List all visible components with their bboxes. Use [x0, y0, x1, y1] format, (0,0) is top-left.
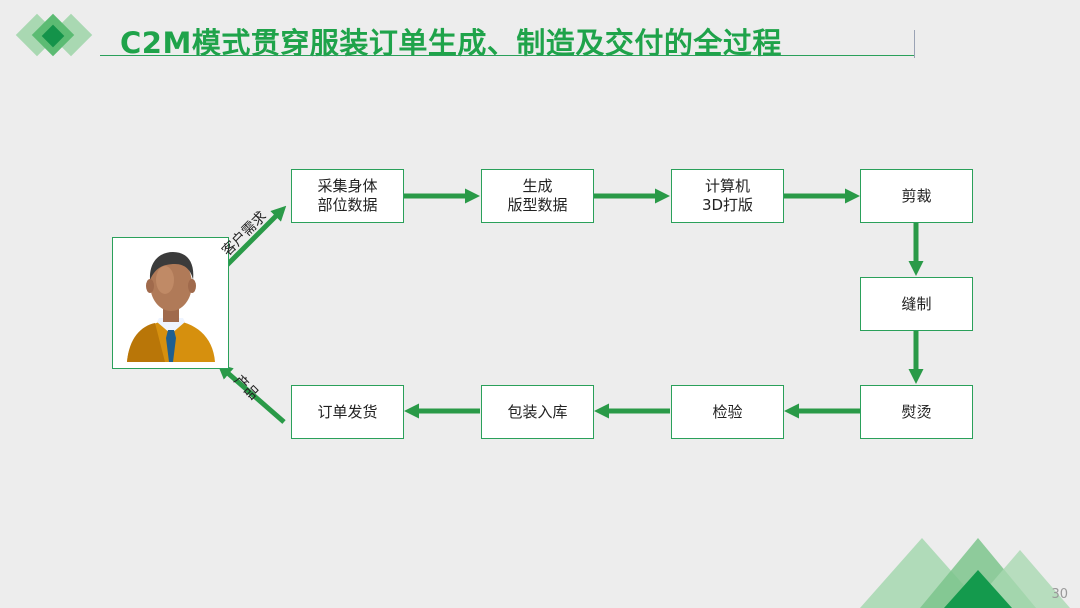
page-number: 30 — [1051, 587, 1068, 602]
node-ship-label: 订单发货 — [317, 402, 378, 421]
node-order-shipping: 订单发货 — [291, 385, 404, 439]
title-underline — [100, 55, 915, 56]
node-computer-3d-pattern: 计算机 3D打版 — [671, 169, 784, 223]
node-generate-label: 生成 版型数据 — [507, 177, 568, 214]
node-packing-storage: 包装入库 — [481, 385, 594, 439]
node-cutting: 剪裁 — [860, 169, 973, 223]
node-generate-pattern-data: 生成 版型数据 — [481, 169, 594, 223]
node-sew-label: 缝制 — [901, 294, 932, 313]
node-cut-label: 剪裁 — [901, 186, 932, 205]
slide-title: C2M模式贯穿服装订单生成、制造及交付的全过程 — [120, 26, 782, 60]
node-collect-body-data: 采集身体 部位数据 — [291, 169, 404, 223]
node-iron-label: 熨烫 — [901, 402, 932, 421]
customer-avatar-icon — [127, 252, 215, 362]
node-ironing: 熨烫 — [860, 385, 973, 439]
arrow-ship-to-customer — [217, 364, 286, 424]
node-inspect-label: 检验 — [712, 402, 743, 421]
node-sewing: 缝制 — [860, 277, 973, 331]
node-inspection: 检验 — [671, 385, 784, 439]
node-compute-label: 计算机 3D打版 — [701, 177, 754, 214]
node-collect-label: 采集身体 部位数据 — [317, 177, 378, 214]
title-divider-tick — [914, 30, 915, 58]
arrow-customer-to-collect — [218, 205, 287, 274]
node-pack-label: 包装入库 — [507, 402, 568, 421]
decorative-triangles — [860, 538, 1070, 608]
customer-avatar-box — [112, 237, 229, 369]
